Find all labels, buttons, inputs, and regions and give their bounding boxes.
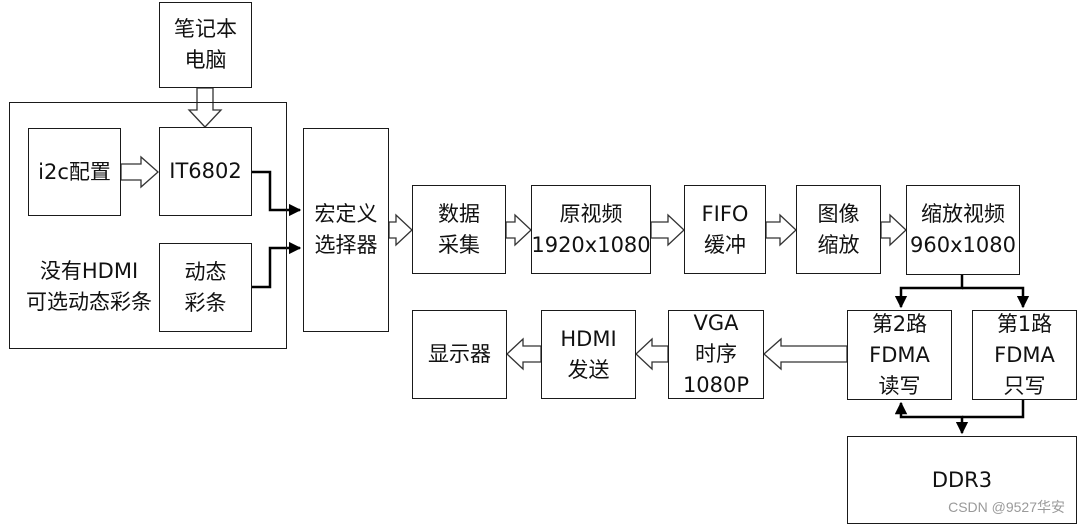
hdmi-tx-label-1: HDMI (560, 326, 617, 351)
vga-label-1: VGA (693, 311, 739, 335)
raw-video-label-2: 1920x1080 (531, 232, 651, 257)
color-bar-label-2: 彩条 (184, 290, 227, 315)
fdma1-label-2: FDMA (994, 342, 1055, 367)
vga-timing-block: VGA 时序 1080P (668, 310, 764, 399)
line-it6802-to-selector (252, 170, 302, 217)
selector-label-1: 宏定义 (314, 202, 378, 226)
csdn-watermark: CSDN @9527华安 (948, 499, 1065, 515)
fdma1-label-1: 第1路 (996, 311, 1053, 336)
scale-label-1: 图像 (817, 201, 860, 226)
i2c-label: i2c配置 (38, 159, 111, 184)
display-block: 显示器 (412, 310, 507, 399)
caption-line-2: 可选动态彩条 (26, 290, 152, 314)
hollow-arrow-hdmi-tx-to-display (506, 337, 542, 371)
hollow-arrow-i2c-to-it6802 (120, 155, 159, 189)
vga-label-3: 1080P (682, 373, 750, 397)
line-fdma2-to-ddr3 (894, 401, 969, 435)
scale-label-2: 缩放 (817, 232, 860, 257)
ddr3-block: DDR3 (847, 436, 1077, 524)
hollow-arrow-vga-to-hdmi-tx (635, 337, 669, 371)
selector-label-2: 选择器 (314, 233, 378, 257)
ddr3-label: DDR3 (931, 467, 993, 492)
capture-label-1: 数据 (438, 201, 480, 226)
laptop-label-1: 笔记本 (174, 17, 237, 41)
line-scaled-to-fdma2 (894, 275, 964, 309)
line-colorbar-to-selector (252, 241, 302, 289)
it6802-label: IT6802 (169, 159, 242, 183)
raw-video-block: 原视频 1920x1080 (531, 185, 651, 274)
hdmi-tx-label-2: 发送 (567, 357, 610, 382)
laptop-label-2: 电脑 (184, 48, 227, 72)
hollow-arrow-fdma2-to-vga (763, 337, 848, 371)
line-scaled-to-fdma1 (962, 286, 1030, 309)
raw-video-label-1: 原视频 (559, 201, 623, 226)
display-label: 显示器 (428, 342, 491, 366)
macro-selector-block: 宏定义 选择器 (303, 128, 389, 332)
capture-label-2: 采集 (438, 232, 480, 257)
input-source-group (9, 102, 287, 349)
fdma1-block: 第1路 FDMA 只写 (972, 310, 1077, 400)
image-scale-block: 图像 缩放 (796, 185, 881, 274)
data-capture-block: 数据 采集 (412, 185, 506, 274)
input-group-caption: 没有HDMI 可选动态彩条 (12, 256, 166, 318)
vga-label-2: 时序 (695, 342, 737, 366)
hollow-arrow-laptop-to-it6802 (187, 87, 223, 128)
hollow-arrow-scale-to-scaled (880, 213, 907, 247)
fdma2-block: 第2路 FDMA 读写 (847, 310, 952, 400)
scaled-video-block: 缩放视频 960x1080 (906, 185, 1020, 275)
fdma2-label-1: 第2路 (871, 311, 928, 336)
hollow-arrow-selector-to-capture (388, 213, 413, 247)
fdma1-label-3: 只写 (1003, 373, 1046, 398)
laptop-block: 笔记本 电脑 (159, 2, 252, 88)
i2c-config-block: i2c配置 (28, 128, 121, 216)
line-fdma1-to-ddr3 (962, 400, 1025, 419)
scaled-label-1: 缩放视频 (921, 202, 1005, 226)
hdmi-transmit-block: HDMI 发送 (541, 310, 636, 399)
hollow-arrow-raw-video-to-fifo (650, 213, 685, 247)
fdma2-label-3: 读写 (878, 373, 921, 398)
fifo-label-1: FIFO (701, 201, 749, 226)
it6802-block: IT6802 (159, 127, 252, 216)
caption-line-1: 没有HDMI (39, 259, 139, 283)
fifo-label-2: 缓冲 (704, 232, 746, 257)
fifo-buffer-block: FIFO 缓冲 (684, 185, 766, 274)
fdma2-label-2: FDMA (869, 342, 930, 367)
color-bar-block: 动态 彩条 (159, 243, 252, 332)
hollow-arrow-fifo-to-scale (765, 213, 797, 247)
scaled-label-2: 960x1080 (910, 233, 1016, 257)
color-bar-label-1: 动态 (184, 259, 227, 284)
hollow-arrow-capture-to-raw-video (505, 213, 532, 247)
